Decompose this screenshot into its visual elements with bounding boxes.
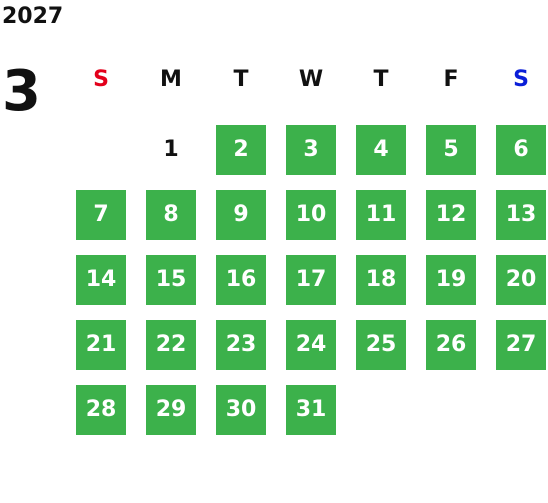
day-cell[interactable]: 9: [216, 190, 266, 240]
day-cell[interactable]: 30: [216, 385, 266, 435]
weekday-header: S: [93, 67, 109, 92]
weekday-header: T: [373, 67, 389, 92]
day-cell[interactable]: 7: [76, 190, 126, 240]
day-cell[interactable]: 3: [286, 125, 336, 175]
year-label: 2027: [2, 4, 64, 29]
day-cell[interactable]: 22: [146, 320, 196, 370]
weekday-header: T: [233, 67, 249, 92]
day-cell[interactable]: 8: [146, 190, 196, 240]
day-cell[interactable]: 24: [286, 320, 336, 370]
day-cell[interactable]: 5: [426, 125, 476, 175]
day-cell[interactable]: 6: [496, 125, 546, 175]
day-cell[interactable]: 19: [426, 255, 476, 305]
day-cell[interactable]: 26: [426, 320, 476, 370]
day-cell[interactable]: 31: [286, 385, 336, 435]
day-cell[interactable]: 29: [146, 385, 196, 435]
day-cell[interactable]: 21: [76, 320, 126, 370]
day-cell[interactable]: 25: [356, 320, 406, 370]
weekday-header: F: [443, 67, 459, 92]
day-cell[interactable]: 15: [146, 255, 196, 305]
day-cell[interactable]: 12: [426, 190, 476, 240]
day-cell[interactable]: 2: [216, 125, 266, 175]
weekday-header: W: [298, 67, 324, 92]
day-cell[interactable]: 14: [76, 255, 126, 305]
day-cell[interactable]: 23: [216, 320, 266, 370]
day-cell[interactable]: 28: [76, 385, 126, 435]
weekday-header: M: [160, 67, 182, 92]
day-cell[interactable]: 17: [286, 255, 336, 305]
day-cell[interactable]: 13: [496, 190, 546, 240]
weekday-header: S: [513, 67, 529, 92]
day-cell[interactable]: 11: [356, 190, 406, 240]
day-cell[interactable]: 10: [286, 190, 336, 240]
day-cell[interactable]: 20: [496, 255, 546, 305]
day-cell[interactable]: 27: [496, 320, 546, 370]
day-cell[interactable]: 4: [356, 125, 406, 175]
month-label: 3: [2, 59, 41, 124]
day-cell[interactable]: 18: [356, 255, 406, 305]
day-cell[interactable]: 16: [216, 255, 266, 305]
day-cell: 1: [163, 137, 179, 162]
